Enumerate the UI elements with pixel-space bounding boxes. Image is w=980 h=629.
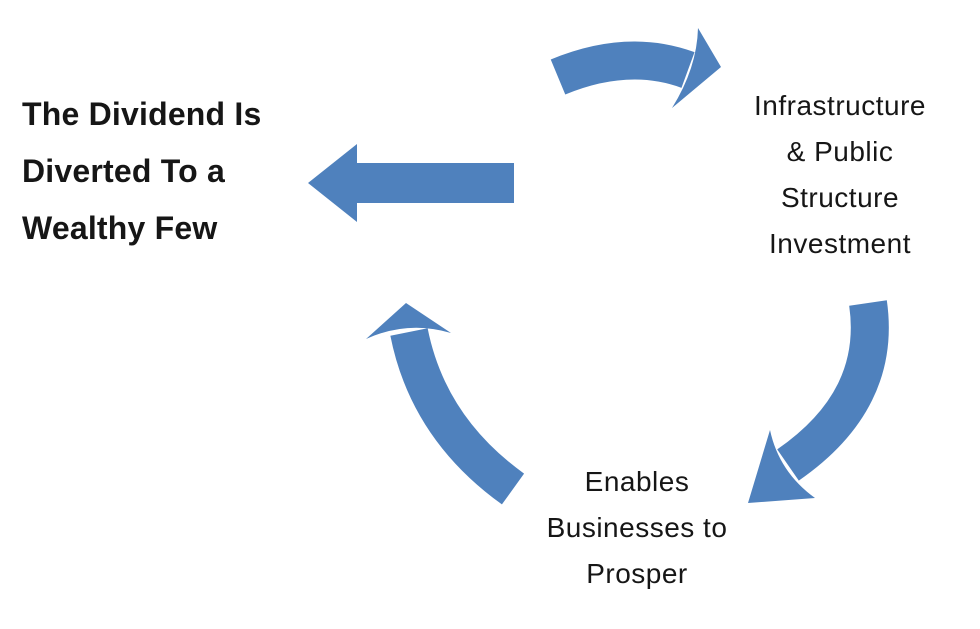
label-infrastructure-line-3: Structure	[780, 182, 900, 213]
arrow-left-head	[366, 303, 451, 339]
straight-arrow-left-icon	[308, 144, 514, 222]
arrow-top-body	[550, 41, 695, 95]
label-infrastructure-line-1: Infrastructure	[754, 90, 926, 121]
curved-arrow-right-icon	[550, 28, 721, 108]
label-dividend-line-1: The Dividend Is	[22, 96, 262, 132]
arrow-right-body	[776, 300, 889, 481]
label-infrastructure: Infrastructure & Public Structure Invest…	[700, 83, 980, 267]
label-dividend-line-3: Wealthy Few	[22, 210, 218, 246]
arrow-straight-shape	[308, 144, 514, 222]
curved-arrow-down-icon	[748, 300, 889, 503]
arrow-right-head	[748, 430, 815, 503]
arrow-top-head	[672, 28, 721, 108]
label-infrastructure-line-4: Investment	[769, 228, 911, 259]
label-infrastructure-line-2: & Public	[786, 136, 894, 167]
arrow-left-body	[390, 328, 525, 505]
label-businesses-line-2: Businesses to	[546, 512, 728, 543]
label-businesses-line-3: Prosper	[586, 558, 688, 589]
label-businesses-line-1: Enables	[584, 466, 690, 497]
label-dividend: The Dividend Is Diverted To a Wealthy Fe…	[22, 86, 352, 257]
label-businesses: Enables Businesses to Prosper	[507, 459, 767, 597]
label-dividend-line-2: Diverted To a	[22, 153, 225, 189]
curved-arrow-up-icon	[366, 303, 525, 505]
